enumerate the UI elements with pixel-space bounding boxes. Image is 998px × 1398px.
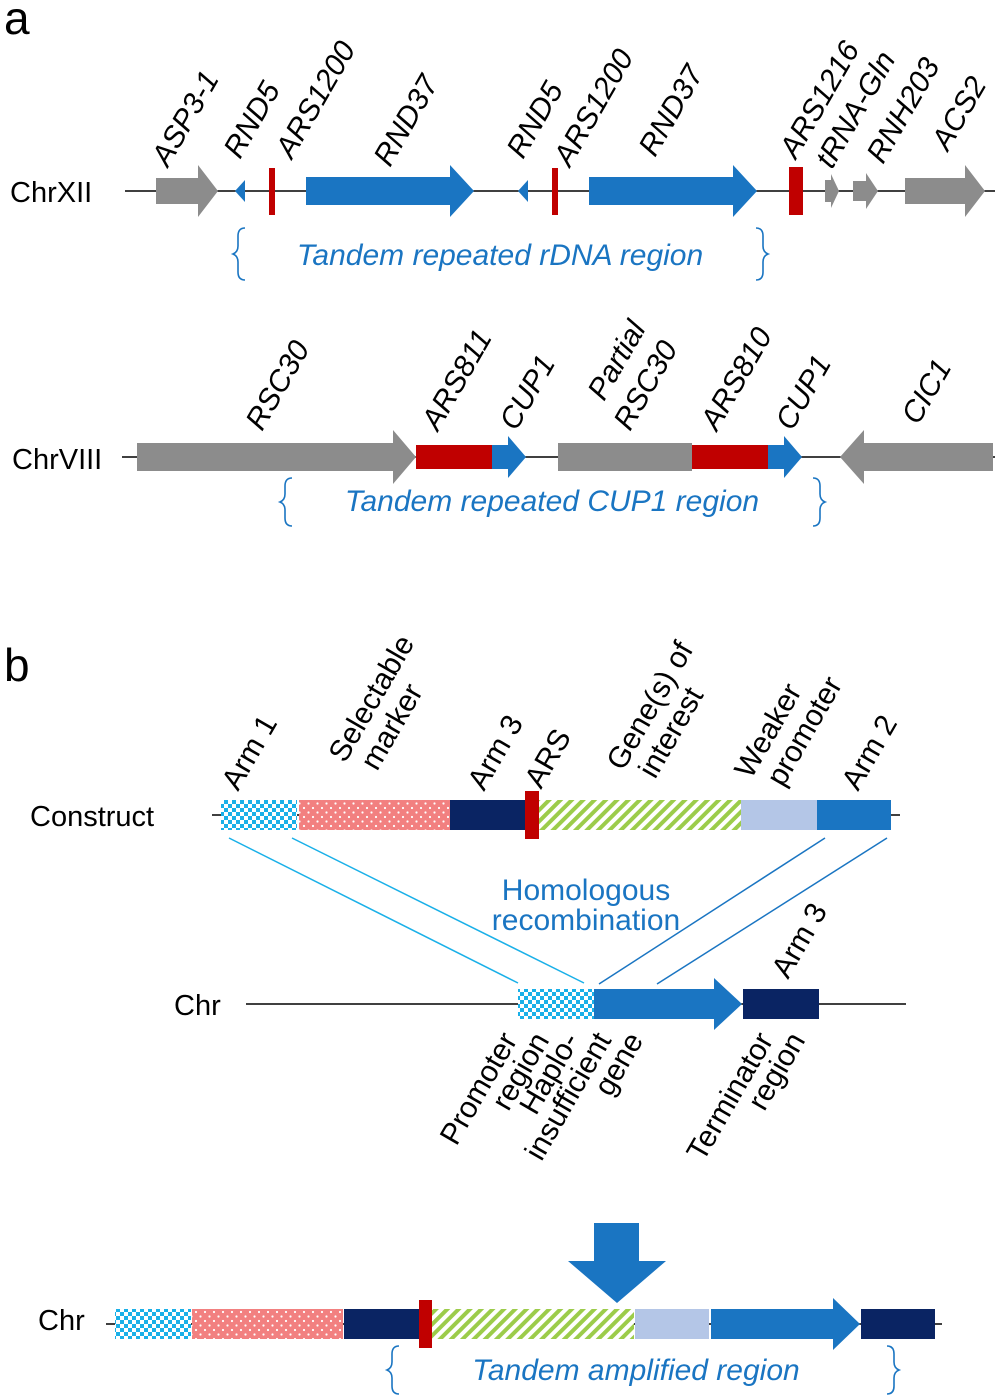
rnd5-gene-arrow-2 — [518, 180, 528, 202]
arm1-to-promoter-line — [228, 837, 519, 984]
ars-label: ARS — [518, 724, 577, 794]
arm1-label: Arm 1 — [215, 710, 284, 796]
asp3-1-gene-arrow — [156, 165, 218, 217]
recombination-label: recombination — [492, 904, 680, 937]
result-down-arrow — [568, 1223, 666, 1303]
rnd37-gene-arrow-2 — [589, 165, 757, 217]
ars811-element — [416, 445, 492, 469]
ars1200-element — [269, 168, 275, 215]
cup1-label: CUP1 — [493, 350, 562, 436]
cup1-gene-arrow — [492, 436, 526, 478]
amplified-region-label: Tandem amplified region — [472, 1354, 799, 1387]
rnd37-gene-arrow — [306, 165, 474, 217]
ars810-label: ARS810 — [693, 322, 779, 437]
rnd37-label: RND37 — [367, 69, 445, 172]
cup1-gene-arrow-2 — [768, 436, 802, 478]
chr-row: Chr Arm 3 Promoter region Haplo- insuffi… — [174, 898, 906, 1166]
gene-of-interest-block — [539, 800, 741, 830]
cic1-gene-arrow — [840, 430, 993, 484]
arm1-to-promoter-line-2 — [291, 837, 585, 984]
arm1-block — [221, 800, 297, 830]
result-chr-label: Chr — [38, 1305, 85, 1337]
partial-rsc30-gene-arrow — [558, 443, 692, 471]
promoter-region-block — [518, 989, 594, 1019]
amplified-region-left-brace — [384, 1345, 400, 1395]
ars1200-label: ARS1200 — [268, 36, 362, 166]
homologous-label: Homologous — [502, 874, 670, 907]
rnd5-gene-arrow — [235, 180, 245, 202]
result-terminator-block — [861, 1309, 935, 1339]
arm2-block — [817, 800, 891, 830]
chr12-label: ChrXII — [10, 177, 92, 209]
trna-gln-gene-arrow — [825, 174, 839, 208]
selectable-marker-block — [299, 800, 450, 830]
ars811-label: ARS811 — [414, 324, 498, 437]
result-haploinsufficient-gene-arrow — [711, 1298, 860, 1350]
result-gene-of-interest-block — [432, 1309, 634, 1339]
rnh203-gene-arrow — [853, 173, 878, 209]
panel-a-label: a — [4, 0, 30, 44]
result-promoter-block — [115, 1309, 191, 1339]
chr12-row: ChrXII ASP3-1 RND5 ARS1200 RND37 RND5 AR… — [10, 36, 995, 281]
result-ars-element — [419, 1300, 432, 1348]
result-arm3-block — [344, 1309, 420, 1339]
panel-b-label: b — [4, 639, 30, 691]
rdna-region-label: Tandem repeated rDNA region — [297, 239, 703, 272]
rdna-region-right-brace — [755, 227, 771, 281]
chr8-label: ChrVIII — [12, 444, 102, 476]
arm2-label: Arm 2 — [835, 710, 904, 796]
chr8-row: ChrVIII RSC30 ARS811 CUP1 Partial RSC30 … — [12, 314, 995, 527]
rnd37-label-2: RND37 — [632, 59, 710, 162]
arm2-to-gene-line — [598, 837, 826, 985]
acs2-gene-arrow — [905, 165, 985, 217]
cup1-label-2: CUP1 — [769, 350, 838, 436]
cic1-label: CIC1 — [895, 354, 958, 430]
recombination-lines: Homologous recombination — [228, 837, 888, 985]
rsc30-label: RSC30 — [239, 335, 316, 436]
cup1-region-label: Tandem repeated CUP1 region — [345, 485, 759, 518]
cup1-region-left-brace — [277, 477, 293, 527]
result-marker-block — [192, 1309, 343, 1339]
arm3-block — [450, 800, 526, 830]
arm2-to-gene-line-2 — [656, 837, 888, 985]
weaker-promoter-block — [741, 800, 817, 830]
construct-label: Construct — [30, 801, 154, 833]
chr-label: Chr — [174, 990, 221, 1022]
terminator-region-block — [743, 989, 819, 1019]
chr-arm3-label: Arm 3 — [765, 898, 834, 984]
amplified-region-right-brace — [886, 1345, 902, 1395]
ars1216-element — [789, 167, 803, 215]
ars810-element — [692, 445, 768, 469]
rdna-region-left-brace — [230, 227, 246, 281]
construct-row: Construct Arm 1 Selectable marker Arm 3 … — [30, 630, 904, 839]
result-chr-row: Chr Tandem amplified region — [38, 1298, 942, 1395]
asp3-1-label: ASP3-1 — [144, 65, 225, 173]
ars1200-element-2 — [552, 168, 558, 215]
rsc30-gene-arrow — [137, 430, 416, 484]
haploinsufficient-gene-arrow — [594, 978, 742, 1030]
arm3-label: Arm 3 — [461, 710, 530, 796]
cup1-region-right-brace — [812, 477, 828, 527]
result-weaker-promoter-block — [635, 1309, 709, 1339]
ars-element — [525, 791, 539, 839]
